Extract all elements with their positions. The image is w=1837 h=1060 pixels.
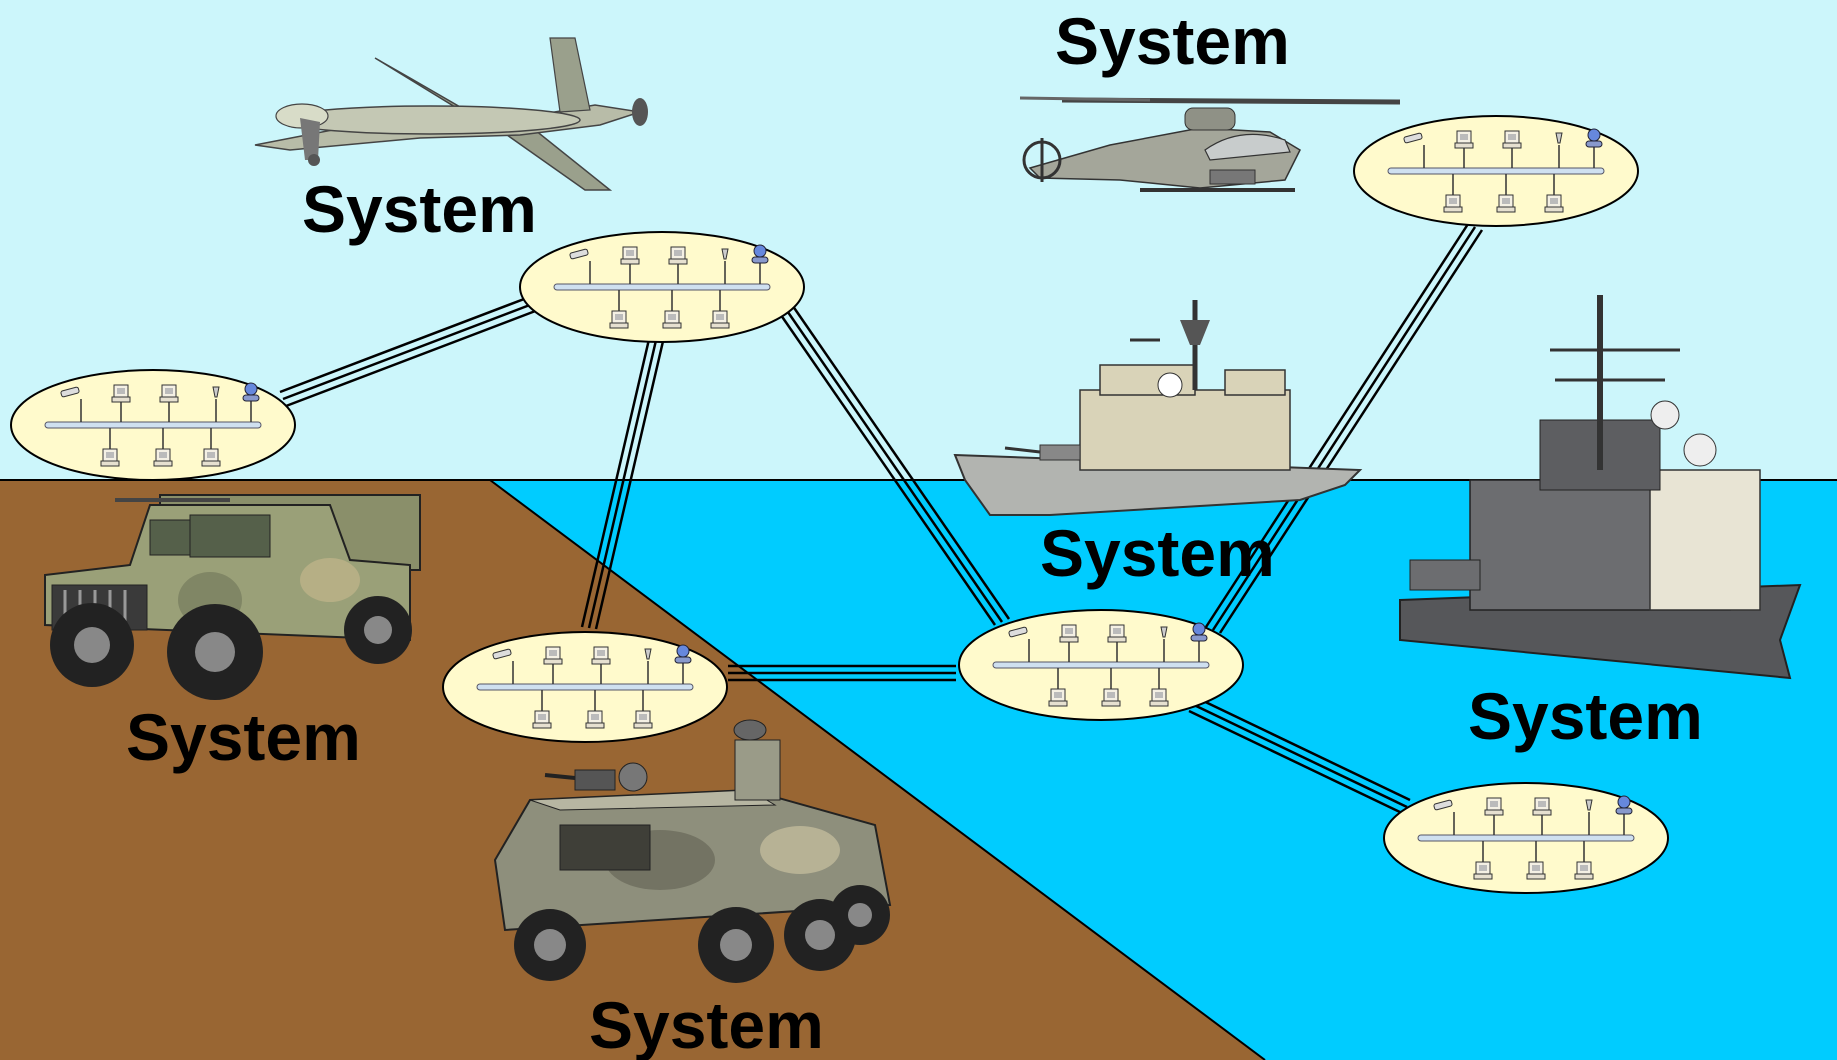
destroyer-icon bbox=[1399, 295, 1802, 680]
cruiser-label: System bbox=[1040, 516, 1275, 590]
network-node-icon bbox=[520, 232, 804, 342]
network-node-icon bbox=[1354, 116, 1638, 226]
helicopter-icon bbox=[1019, 96, 1401, 192]
network-node-icon bbox=[1384, 783, 1668, 893]
network-node-icon bbox=[443, 632, 727, 742]
link-middle-to-sea bbox=[728, 664, 956, 682]
sky-region bbox=[0, 0, 1837, 480]
destroyer-label: System bbox=[1468, 679, 1703, 753]
cruiser-icon bbox=[953, 300, 1363, 516]
network-node-icon bbox=[959, 610, 1243, 720]
link-upper-to-middle bbox=[580, 334, 666, 630]
helicopter-label: System bbox=[1055, 4, 1290, 78]
network-links bbox=[279, 223, 1484, 816]
humvee-icon bbox=[44, 494, 421, 700]
uav-icon bbox=[254, 37, 648, 191]
shoreline bbox=[489, 479, 1266, 1060]
network-node-icon bbox=[11, 370, 295, 480]
uav-label: System bbox=[302, 172, 537, 246]
link-sea-to-topright bbox=[1204, 223, 1484, 634]
link-sea-to-bottomright bbox=[1188, 695, 1411, 816]
humvee-label: System bbox=[126, 700, 361, 774]
apc-icon bbox=[493, 719, 892, 983]
link-upper-to-sea bbox=[772, 298, 1011, 626]
link-left-to-upper bbox=[279, 294, 539, 408]
apc-label: System bbox=[589, 988, 824, 1060]
